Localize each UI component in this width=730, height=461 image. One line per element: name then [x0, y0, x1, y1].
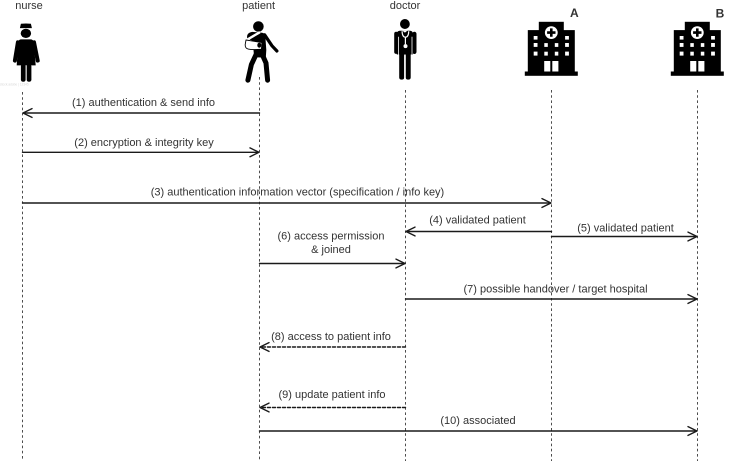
svg-text:(3) authentication information: (3) authentication information vector (s… [151, 187, 444, 199]
svg-text:& joined: & joined [311, 244, 351, 256]
svg-text:(2) encryption & integrity key: (2) encryption & integrity key [74, 137, 214, 149]
svg-text:nurse: nurse [15, 0, 43, 12]
svg-text:patient: patient [242, 0, 275, 12]
svg-text:(6) access permission: (6) access permission [278, 231, 385, 243]
svg-text:doctor: doctor [390, 0, 421, 12]
svg-text:(5) validated patient: (5) validated patient [577, 222, 674, 234]
svg-text:(10) associated: (10) associated [440, 415, 515, 427]
svg-text:(1) authentication & send info: (1) authentication & send info [72, 97, 215, 109]
svg-text:(7) possible handover / target: (7) possible handover / target hospital [463, 284, 647, 296]
svg-text:stock.adobe | 12345: stock.adobe | 12345 [0, 83, 29, 87]
svg-text:(8) access to patient info: (8) access to patient info [271, 331, 391, 343]
svg-text:(4) validated patient: (4) validated patient [429, 215, 526, 227]
svg-text:A: A [570, 6, 579, 20]
svg-text:(9) update patient info: (9) update patient info [278, 389, 385, 401]
svg-text:B: B [716, 6, 725, 20]
